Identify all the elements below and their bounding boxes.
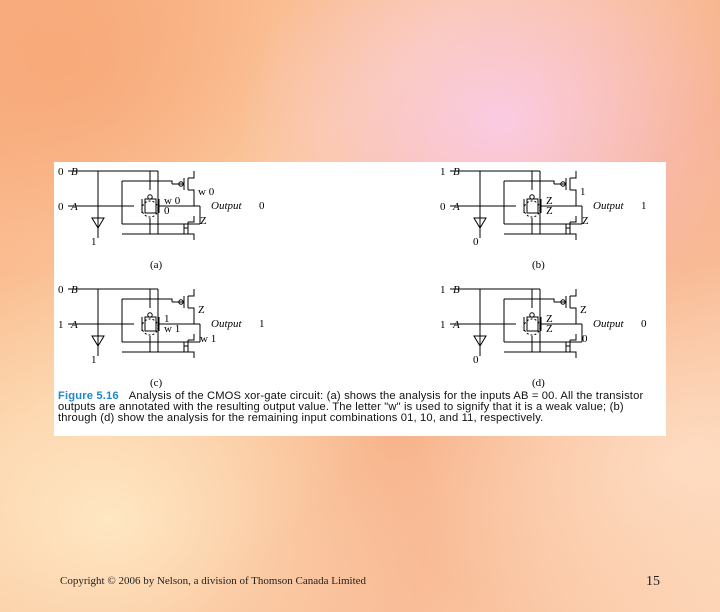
output-value: 1 [641,200,647,212]
input-b-name: B [71,284,78,296]
wire-nmos-source [188,233,195,240]
transistor-value-tg-upper: Z [546,195,553,207]
wire-pmos-source [570,307,577,324]
wire-top-mid [122,298,173,302]
wire-nmos-drain [188,334,195,341]
wire-nmos-drain [570,334,577,341]
transistor-value-tg-lower: w 1 [164,323,180,335]
input-b-name: B [453,166,460,178]
input-b-value: 1 [440,284,446,296]
wire-nmos-source [570,351,577,358]
wire-pmos-drain [570,289,577,297]
tg-bubble [529,194,535,200]
input-a-value: 0 [440,201,446,213]
wire-top-mid [504,180,555,184]
transistor-value-tg-upper: w 0 [164,195,181,207]
wire-top-mid [504,298,555,302]
tg-bubble [529,312,535,318]
inverted-a-value: 0 [473,354,479,366]
wire-nmos-drain [570,216,577,223]
input-a-name: A [70,201,78,213]
transistor-value-top: 1 [580,186,586,198]
transistor-value-top: w 0 [198,186,215,198]
wire-pmos-source [570,189,577,206]
pmos-bubble [178,299,184,305]
transistor-value-tg-lower: Z [546,323,553,335]
transistor-value-tg-lower: 0 [164,205,170,217]
transistor-value-bottom: Z [200,215,207,227]
pmos-bubble [560,299,566,305]
inverter-triangle [473,335,487,347]
wire-nmos-source [570,233,577,240]
output-label: Output [593,200,625,212]
wire-pmos-drain [188,171,195,179]
input-a-value: 1 [440,319,446,331]
caption-text: Analysis of the CMOS xor-gate circuit: (… [58,390,644,424]
wire-pmos-source [188,307,195,324]
inverter-triangle [473,217,487,229]
output-label: Output [593,318,625,330]
pmos-bubble [178,181,184,187]
copyright-text: Copyright © 2006 by Nelson, a division o… [60,575,367,587]
output-value: 0 [641,318,647,330]
input-a-value: 1 [58,319,64,331]
wire-nmos-drain [188,216,195,223]
output-label: Output [211,318,243,330]
transistor-value-bottom: w 1 [200,333,216,345]
inverted-a-value: 1 [91,236,97,248]
inverted-a-value: 0 [473,236,479,248]
inverted-a-value: 1 [91,354,97,366]
input-a-name: A [452,319,460,331]
transistor-value-top: Z [580,304,587,316]
inverter-triangle [91,335,105,347]
input-b-name: B [71,166,78,178]
tg-bubble [147,312,153,318]
panel-label: (b) [532,259,545,271]
caption-title: Figure 5.16 [58,390,119,402]
input-b-value: 1 [440,166,446,178]
wire-nmos-source [188,351,195,358]
input-b-value: 0 [58,166,64,178]
wire-pmos-drain [188,289,195,297]
input-b-value: 0 [58,284,64,296]
pmos-bubble [560,181,566,187]
wire-pmos-drain [570,171,577,179]
transistor-value-tg-upper: 1 [164,313,170,325]
transistor-value-tg-upper: Z [546,313,553,325]
output-value: 1 [259,318,265,330]
transistor-value-top: Z [198,304,205,316]
input-a-value: 0 [58,201,64,213]
wire-pmos-source [188,189,195,206]
inverter-triangle [91,217,105,229]
panel-label: (d) [532,377,545,389]
output-label: Output [211,200,243,212]
panel-label: (a) [150,259,163,271]
input-a-name: A [70,319,78,331]
transistor-value-bottom: 0 [582,333,588,345]
panel-label: (c) [150,377,163,389]
transistor-value-bottom: Z [582,215,589,227]
page-number: 15 [646,574,660,589]
input-b-name: B [453,284,460,296]
wire-top-mid [122,180,173,184]
output-value: 0 [259,200,265,212]
input-a-name: A [452,201,460,213]
transistor-value-tg-lower: Z [546,205,553,217]
tg-bubble [147,194,153,200]
